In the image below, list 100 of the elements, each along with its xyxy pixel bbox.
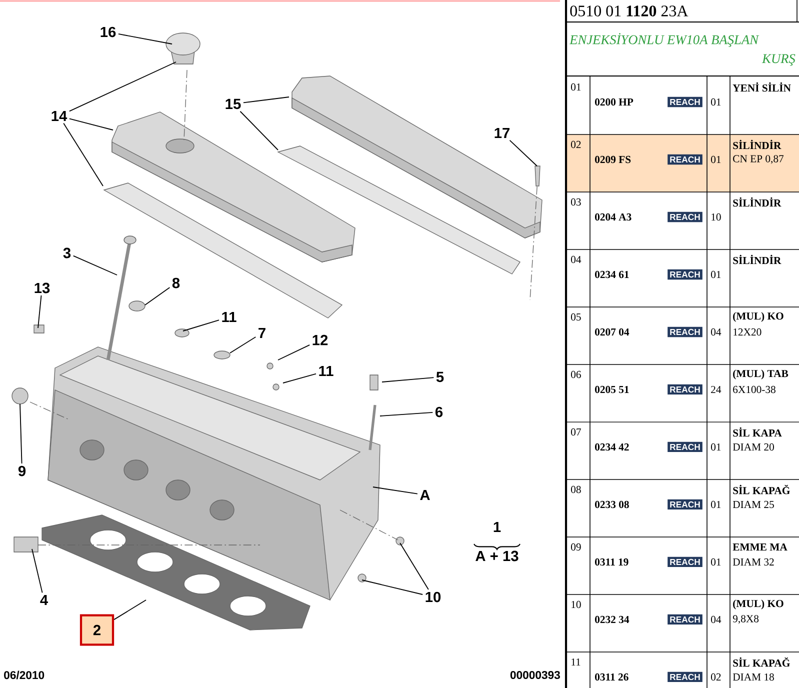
table-cell: 0233 08 (595, 500, 629, 508)
leader-line (118, 33, 172, 44)
table-cell: 0205 51 (595, 386, 629, 394)
leader-line (68, 62, 176, 112)
leader-line (38, 295, 42, 328)
table-cell: 01 (711, 558, 721, 566)
reach-badge: REACH (668, 212, 702, 222)
part-reference: 0510 01 1120 23A (570, 6, 688, 16)
table-cell: SİL KAPAĞ (733, 484, 790, 494)
table-cell: DIAM 32 (732, 558, 774, 566)
table-cell: CN EP 0,87 (733, 155, 784, 164)
table-cell: 11 (572, 658, 580, 666)
date-label: 06/2010 (4, 670, 44, 680)
table-cell: SİL KAPAĞ (733, 657, 790, 667)
leader-line (230, 336, 256, 354)
table-cell: 0232 34 (595, 616, 630, 624)
table-cell: 0234 61 (595, 270, 629, 278)
table-cell: 6X100-38 (733, 386, 776, 394)
table-cell: 01 (711, 98, 721, 106)
leader-line (282, 373, 316, 384)
table-cell: 0200 HP (595, 98, 634, 106)
table-cell: 0311 19 (595, 558, 628, 566)
drawing-number: 00000393 (510, 670, 560, 679)
callout-number: 3 (63, 248, 71, 258)
table-cell: 0234 42 (595, 443, 629, 451)
table-cell: 05 (571, 313, 581, 321)
leader-line (20, 404, 22, 464)
leader-line (372, 486, 418, 494)
reach-badge: REACH (668, 269, 702, 280)
table-cell: 24 (711, 386, 722, 394)
reach-badge: REACH (668, 154, 702, 165)
callout-number: 6 (435, 406, 443, 418)
table-cell: 06 (571, 370, 581, 378)
callout-number: 8 (172, 278, 180, 288)
leader-line (242, 96, 290, 104)
reach-badge: REACH (668, 556, 702, 568)
table-cell: 01 (711, 270, 721, 278)
leader-line (362, 580, 424, 595)
table-cell: (MUL) TAB (733, 370, 788, 380)
table-cell: (MUL) KO (733, 600, 784, 610)
table-cell: 04 (711, 616, 722, 624)
leader-line (509, 140, 538, 166)
callout-number: 16 (100, 26, 116, 38)
table-cell: EMME MA (732, 543, 788, 551)
reach-badge: REACH (668, 326, 702, 338)
table-cell: 09 (571, 543, 581, 551)
leader-line (114, 600, 146, 620)
table-cell: 0204 A3 (595, 213, 632, 221)
callout-box: 2 (80, 614, 114, 646)
callout-number: 17 (494, 128, 510, 138)
table-cell: 03 (571, 198, 581, 206)
table-cell: 02 (571, 140, 581, 148)
assembly-formula: A + 13 (476, 550, 518, 562)
callout-number: 4 (40, 594, 48, 606)
leader-line (63, 122, 104, 186)
table-cell: (MUL) KO (733, 312, 784, 322)
table-cell: DIAM 25 (732, 500, 774, 508)
table-cell: 02 (711, 673, 721, 681)
table-cell: 01 (711, 443, 721, 451)
leader-line (382, 377, 434, 382)
table-cell: 01 (571, 83, 581, 91)
reach-badge: REACH (668, 384, 702, 395)
leader-line (32, 548, 43, 594)
leader-line (72, 255, 118, 276)
callout-number: A (420, 490, 430, 500)
table-cell: 0311 26 (595, 673, 628, 681)
table-cell: 12X20 (734, 328, 762, 336)
table-cell: 0207 04 (595, 328, 630, 336)
reach-badge: REACH (668, 499, 702, 510)
table-cell: 10 (712, 213, 721, 221)
reach-badge: REACH (668, 672, 702, 682)
leader-line (68, 118, 114, 130)
table-cell: 01 (711, 500, 721, 508)
table-cell: 01 (711, 156, 721, 164)
table-cell: DIAM 18 (732, 673, 774, 681)
reach-badge: REACH (668, 614, 702, 625)
leader-line (278, 344, 310, 360)
callout-number: 12 (312, 334, 328, 346)
callout-number: 15 (226, 98, 241, 110)
table-cell: SİL KAPA (733, 427, 782, 437)
reach-badge: REACH (668, 96, 702, 108)
table-cell: 07 (571, 428, 581, 436)
table-cell: 08 (571, 486, 581, 494)
table-cell: SİLİNDİR (733, 254, 782, 264)
leader-line (182, 320, 220, 332)
leader-line (400, 542, 429, 590)
callout-number: 10 (426, 592, 441, 602)
callout-number: 7 (258, 328, 266, 338)
table-cell: 04 (571, 256, 582, 264)
leader-line (144, 287, 170, 306)
table-cell: 04 (711, 328, 722, 336)
table-cell: YENİ SİLİN (732, 82, 791, 92)
callout-number: 14 (52, 110, 68, 122)
callout-number: 11 (222, 312, 236, 322)
leader-line (240, 110, 278, 150)
assembly-number: 1 (494, 522, 501, 532)
table-cell: DIAM 20 (732, 443, 774, 451)
reach-badge: REACH (668, 442, 702, 452)
callout-number: 5 (436, 372, 444, 382)
table-cell: 0209 FS (595, 156, 631, 164)
